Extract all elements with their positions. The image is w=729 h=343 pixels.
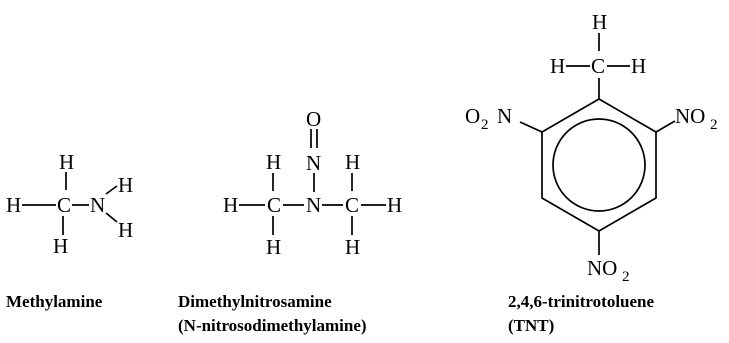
tnt-nitro-left: O 2 N (465, 104, 512, 133)
methylamine-bond-n-htop (105, 185, 118, 195)
tnt-nitro-bottom-subscript: 2 (622, 269, 630, 285)
dmn-carbon-left: C (267, 193, 281, 217)
methylamine-h-left: H (6, 193, 21, 217)
methylamine-bond-n-hbottom (105, 212, 118, 223)
tnt-nitro-left-nitrogen: N (497, 104, 512, 128)
methylamine-h-bottom: H (53, 234, 68, 258)
methylamine-h-n-top: H (118, 173, 133, 197)
tnt-structure: H H C H O 2 N NO 2 NO 2 (465, 10, 718, 285)
methylamine-carbon: C (57, 193, 71, 217)
caption-dimethylnitrosamine-line2: (N-nitrosodimethylamine) (178, 316, 367, 335)
methylamine-structure: H H C N H H H (6, 150, 133, 258)
caption-tnt-line1: 2,4,6-trinitrotoluene (508, 292, 655, 311)
dmn-oxygen: O (306, 107, 321, 131)
dmn-h-right-top: H (345, 150, 360, 174)
caption-dimethylnitrosamine-line1: Dimethylnitrosamine (178, 292, 332, 311)
dmn-h-right: H (387, 193, 402, 217)
tnt-nitro-right-subscript: 2 (710, 117, 718, 133)
tnt-nitro-left-subscript: 2 (481, 117, 489, 133)
tnt-methyl-h-left: H (550, 54, 565, 78)
tnt-bond-ring-nitro-right (655, 120, 676, 133)
tnt-nitro-bottom: NO 2 (587, 256, 630, 285)
tnt-nitro-bottom-no: NO (587, 256, 617, 280)
tnt-nitro-left-oxygen: O (465, 104, 480, 128)
dmn-h-right-bottom: H (345, 235, 360, 259)
tnt-nitro-right: NO 2 (675, 104, 718, 133)
dmn-nitrogen-top: N (306, 151, 321, 175)
methylamine-h-n-bottom: H (118, 218, 133, 242)
dimethylnitrosamine-structure: O N H H C H N H C H H (223, 107, 402, 259)
caption-tnt-line2: (TNT) (508, 316, 554, 335)
methylamine-h-top: H (59, 150, 74, 174)
dmn-carbon-right: C (345, 193, 359, 217)
dmn-nitrogen-center: N (306, 193, 321, 217)
tnt-aromatic-circle (552, 118, 646, 212)
caption-methylamine: Methylamine (6, 292, 103, 311)
dmn-h-left: H (223, 193, 238, 217)
methylamine-nitrogen: N (90, 193, 105, 217)
dmn-h-left-top: H (266, 150, 281, 174)
tnt-methyl-h-top: H (592, 10, 607, 34)
tnt-methyl-h-right: H (631, 54, 646, 78)
tnt-bond-ring-nitro-left (519, 121, 543, 133)
dmn-h-left-bottom: H (266, 235, 281, 259)
tnt-nitro-right-no: NO (675, 104, 705, 128)
tnt-methyl-carbon: C (591, 54, 605, 78)
